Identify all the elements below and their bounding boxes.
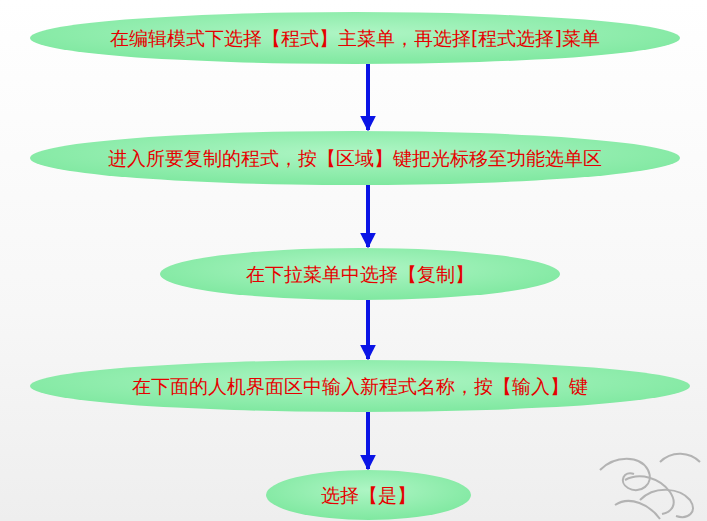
- step-text: 进入所要复制的程式，按【区域】键把光标移至功能选单区: [108, 147, 602, 170]
- step-text: 在下拉菜单中选择【复制】: [246, 263, 474, 286]
- step-text: 在下面的人机界面区中输入新程式名称，按【输入】键: [132, 375, 588, 398]
- process-ellipse: 进入所要复制的程式，按【区域】键把光标移至功能选单区: [30, 131, 680, 185]
- swirl-ornament: [600, 454, 700, 519]
- flow-arrow: [366, 412, 370, 469]
- process-ellipse: 选择【是】: [266, 470, 471, 520]
- flow-arrow: [366, 185, 370, 247]
- flow-arrow: [366, 64, 370, 130]
- flow-arrow: [366, 300, 370, 359]
- step-text: 选择【是】: [321, 484, 416, 507]
- process-ellipse: 在编辑模式下选择【程式】主菜单，再选择[程式选择]菜单: [30, 12, 680, 64]
- step-text: 在编辑模式下选择【程式】主菜单，再选择[程式选择]菜单: [110, 27, 600, 50]
- process-ellipse: 在下面的人机界面区中输入新程式名称，按【输入】键: [30, 360, 690, 412]
- process-ellipse: 在下拉菜单中选择【复制】: [160, 248, 560, 300]
